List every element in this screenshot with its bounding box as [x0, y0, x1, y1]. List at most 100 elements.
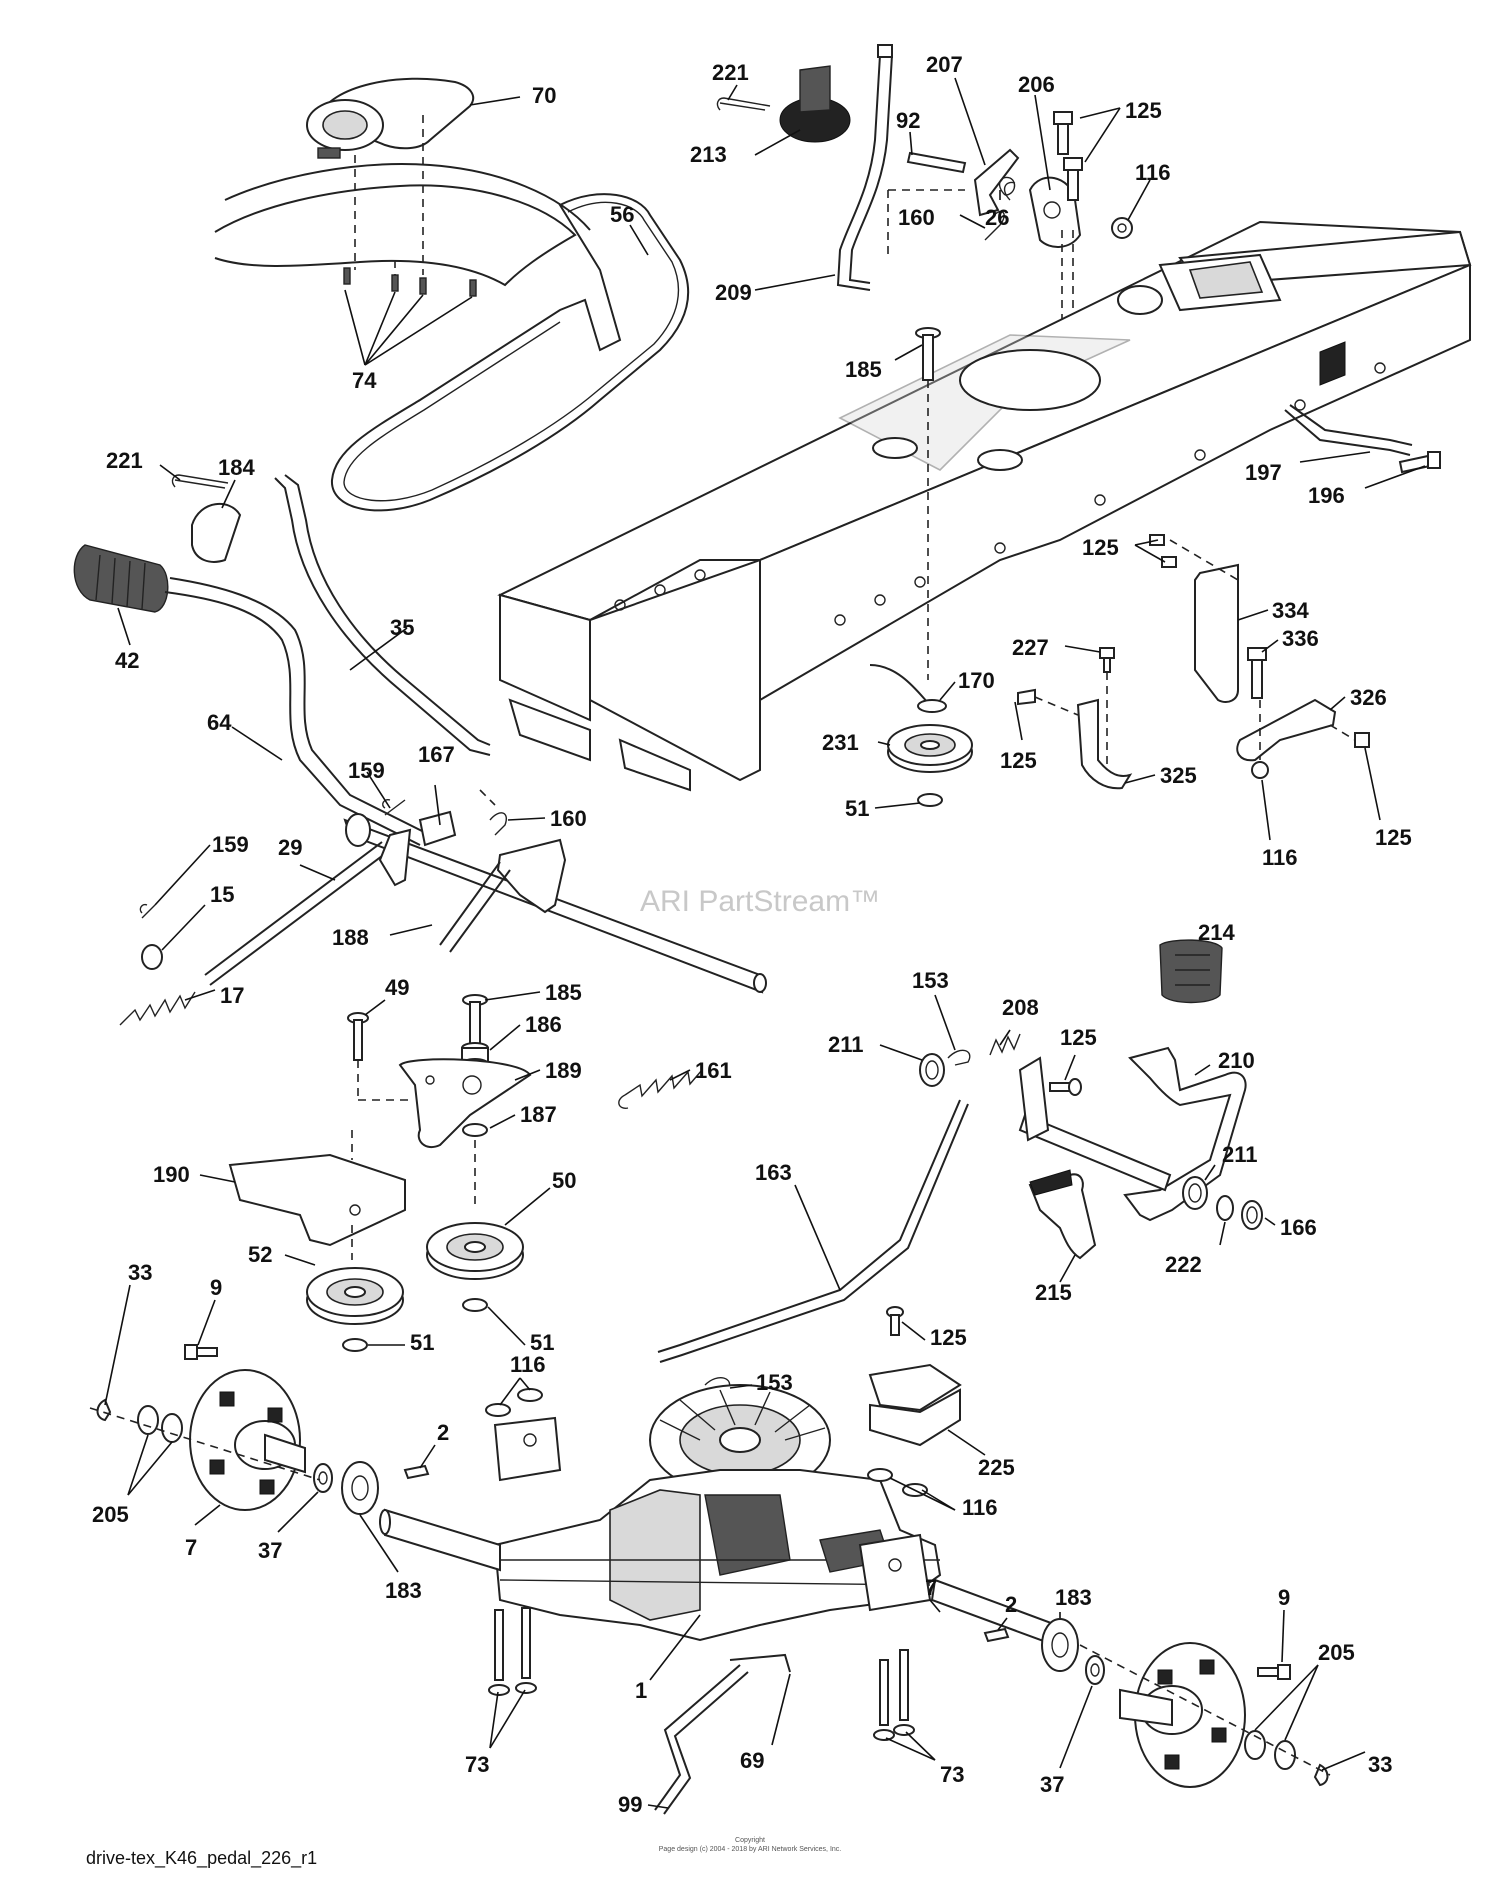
diagram-filename: drive-tex_K46_pedal_226_r1	[86, 1848, 318, 1868]
rod-99	[654, 1664, 749, 1815]
label-185-lower: 185	[545, 980, 582, 1005]
label-186: 186	[525, 1012, 562, 1037]
washer-187	[462, 1123, 488, 1137]
rod-163	[657, 1099, 969, 1363]
screw-125-225	[886, 1306, 904, 1336]
label-1: 1	[635, 1678, 647, 1703]
bolt-125-pedal	[1049, 1078, 1082, 1096]
label-205-right: 205	[1318, 1640, 1355, 1665]
label-116-top: 116	[1135, 160, 1171, 185]
pin-159b	[139, 903, 156, 919]
label-190: 190	[153, 1162, 190, 1187]
screws-74	[343, 267, 477, 297]
label-26: 26	[985, 205, 1009, 230]
label-184: 184	[218, 455, 255, 480]
label-185-top: 185	[845, 357, 882, 382]
label-73-right: 73	[940, 1762, 964, 1787]
label-50: 50	[552, 1168, 576, 1193]
label-15: 15	[210, 882, 234, 907]
bracket-326	[1236, 698, 1337, 762]
label-166: 166	[1280, 1215, 1317, 1240]
bolt-185-lower	[462, 994, 488, 1045]
nut-51-50	[462, 1298, 488, 1312]
label-51-50: 51	[530, 1330, 554, 1355]
label-159-top: 159	[348, 758, 385, 783]
key-2-right	[983, 1627, 1010, 1643]
hub-7-left	[189, 1369, 306, 1511]
pulley-52	[306, 1267, 404, 1325]
label-73-left: 73	[465, 1752, 489, 1777]
label-116-right: 116	[962, 1495, 998, 1520]
label-37-left: 37	[258, 1538, 282, 1563]
spring-17	[119, 991, 196, 1026]
label-213: 213	[690, 142, 727, 167]
rod-69	[729, 1653, 791, 1673]
label-9-left: 9	[210, 1275, 222, 1300]
label-125-326: 125	[1375, 825, 1412, 850]
bolt-196	[1398, 451, 1441, 474]
label-227: 227	[1012, 635, 1049, 660]
idler-pulley-231	[887, 724, 973, 773]
nuts-116-left	[485, 1388, 543, 1417]
label-7-left: 7	[185, 1535, 197, 1560]
washers-205-right	[1244, 1730, 1296, 1770]
label-334: 334	[1272, 598, 1309, 623]
label-92: 92	[896, 108, 920, 133]
rod-197	[1284, 404, 1413, 456]
label-221-top: 221	[712, 60, 749, 85]
label-33-left: 33	[128, 1260, 152, 1285]
bolts-73-right	[873, 1649, 915, 1741]
bracket-207	[973, 148, 1020, 217]
screw-227	[1099, 647, 1115, 673]
label-51-52: 51	[410, 1330, 434, 1355]
plate-190	[228, 1153, 406, 1247]
label-160-top: 160	[898, 205, 935, 230]
pad-215	[1028, 1169, 1097, 1260]
label-167: 167	[418, 742, 455, 767]
clip-153-pedal	[947, 1049, 971, 1066]
leader-lines	[104, 77, 1426, 1809]
watermark: ARI PartStream™	[640, 885, 881, 918]
hand-grip-42	[73, 544, 169, 613]
bolts-125-334	[1149, 534, 1177, 568]
label-183-left: 183	[385, 1578, 422, 1603]
label-225: 225	[978, 1455, 1015, 1480]
idler-bracket-189	[398, 1058, 532, 1149]
label-214: 214	[1198, 920, 1235, 945]
bracket-225	[868, 1363, 962, 1447]
label-160-left: 160	[550, 806, 587, 831]
pin-92	[906, 151, 967, 174]
label-49: 49	[385, 975, 409, 1000]
label-170: 170	[958, 668, 995, 693]
fender-body	[214, 163, 591, 287]
label-33-right: 33	[1368, 1752, 1392, 1777]
bushing-211-left	[919, 1053, 945, 1087]
label-161: 161	[695, 1058, 732, 1083]
rod-35	[274, 474, 491, 756]
label-74: 74	[352, 368, 377, 393]
label-116-326: 116	[1262, 845, 1298, 870]
label-231: 231	[822, 730, 859, 755]
spring-208	[989, 1033, 1021, 1056]
label-42: 42	[115, 648, 139, 673]
clip-160-top	[984, 210, 1005, 241]
label-208: 208	[1002, 995, 1039, 1020]
washer-222	[1216, 1195, 1234, 1221]
bolt-125-325	[1017, 688, 1079, 716]
spring-161	[618, 1069, 703, 1109]
label-70: 70	[532, 83, 556, 108]
pedal-210	[1123, 1046, 1247, 1222]
copyright-line-1: Copyright	[735, 1837, 765, 1844]
washer-37-right	[1085, 1655, 1105, 1685]
label-17: 17	[220, 983, 244, 1008]
pulley-50	[426, 1222, 524, 1280]
mount-bracket-left	[493, 1416, 562, 1482]
idler-arm-170	[869, 664, 947, 713]
bolt-336	[1247, 647, 1267, 699]
label-153-trans: 153	[756, 1370, 793, 1395]
arm-29	[204, 828, 412, 986]
nut-116-top	[1111, 217, 1133, 239]
ring-166	[1241, 1200, 1263, 1230]
label-336: 336	[1282, 626, 1319, 651]
label-99: 99	[618, 1792, 642, 1817]
